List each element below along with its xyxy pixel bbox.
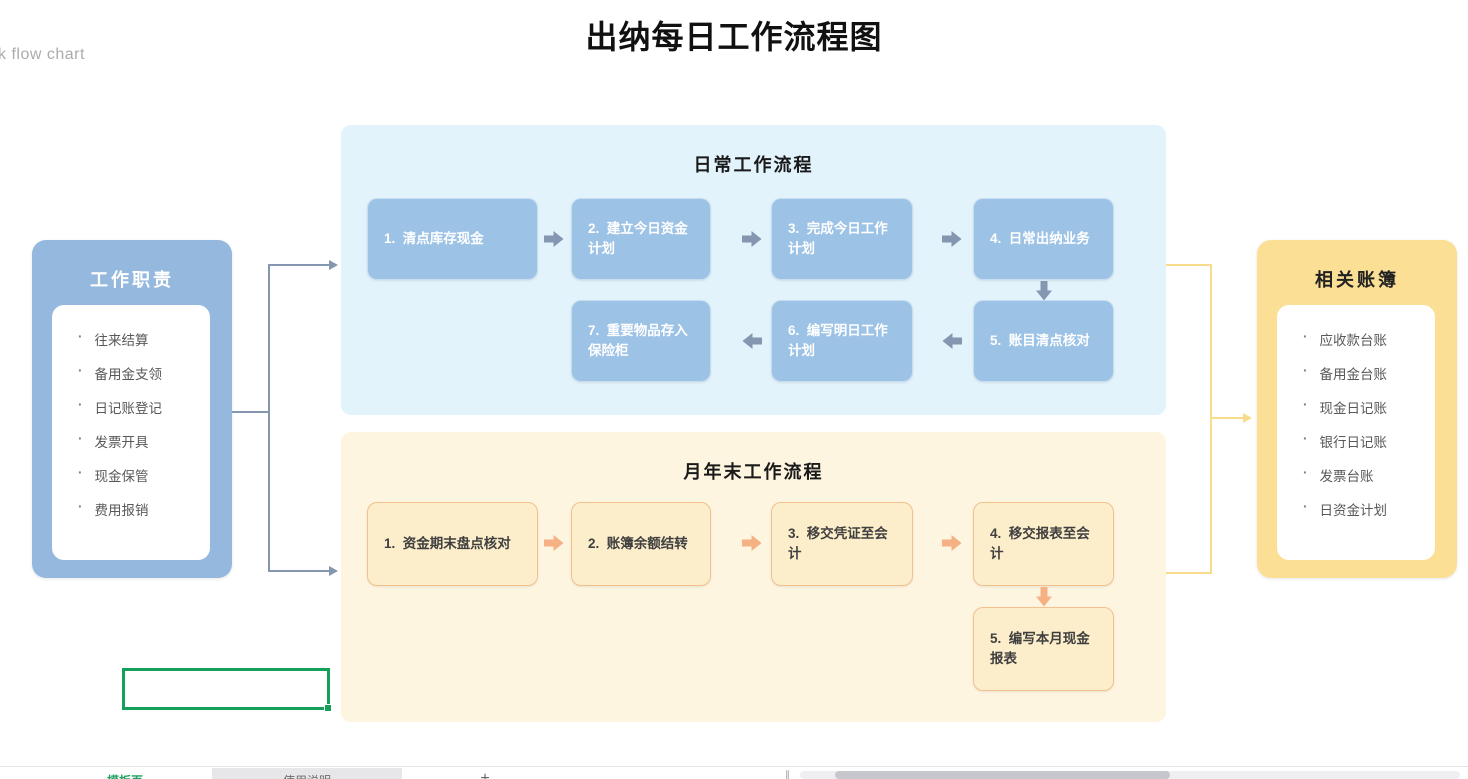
duty-item: ·备用金支领: [78, 363, 162, 382]
arrow-right-icon: [942, 534, 962, 552]
ledger-item: ·现金日记账: [1303, 397, 1387, 416]
connector-line: [1210, 264, 1212, 574]
monthly-step-1[interactable]: 1. 资金期末盘点核对: [367, 502, 538, 586]
connector-arrowhead-icon: [1243, 413, 1252, 423]
scrollbar-thumb[interactable]: [835, 771, 1170, 779]
bullet-icon: ·: [78, 431, 83, 446]
duty-item: ·往来结算: [78, 329, 149, 348]
bullet-icon: ·: [1303, 397, 1308, 412]
daily-step-6[interactable]: 6. 编写明日工作计划: [771, 300, 913, 382]
bullet-icon: ·: [1303, 363, 1308, 378]
ledger-item: ·日资金计划: [1303, 499, 1387, 518]
connector-arrowhead-icon: [329, 566, 338, 576]
ledger-item: ·发票台账: [1303, 465, 1374, 484]
daily-step-3[interactable]: 3. 完成今日工作计划: [771, 198, 913, 280]
arrow-left-icon: [942, 332, 962, 350]
daily-step-2[interactable]: 2. 建立今日资金计划: [571, 198, 711, 280]
monthly-flow-title: 月年末工作流程: [683, 462, 824, 483]
monthly-step-4[interactable]: 4. 移交报表至会计: [973, 502, 1114, 586]
bullet-icon: ·: [1303, 431, 1308, 446]
sheet-tab-bar: 模板页 使用说明 + ∥: [0, 766, 1468, 779]
arrow-right-icon: [544, 534, 564, 552]
horizontal-scrollbar[interactable]: [800, 771, 1460, 779]
bullet-icon: ·: [78, 363, 83, 378]
bullet-icon: ·: [78, 397, 83, 412]
connector-line: [268, 264, 330, 266]
connector-line: [268, 570, 330, 572]
duty-item: ·费用报销: [78, 499, 149, 518]
connector-line: [1212, 417, 1244, 419]
sheet-tab-help[interactable]: 使用说明: [212, 768, 402, 779]
bullet-icon: ·: [78, 465, 83, 480]
connector-line: [1166, 572, 1212, 574]
connector-line: [232, 411, 268, 413]
bullet-icon: ·: [1303, 329, 1308, 344]
monthly-step-5[interactable]: 5. 编写本月现金报表: [973, 607, 1114, 691]
monthly-step-3[interactable]: 3. 移交凭证至会计: [771, 502, 913, 586]
daily-flow-title: 日常工作流程: [693, 155, 814, 176]
duty-item: ·现金保管: [78, 465, 149, 484]
monthly-step-2[interactable]: 2. 账簿余额结转: [571, 502, 711, 586]
daily-step-4[interactable]: 4. 日常出纳业务: [973, 198, 1114, 280]
ledgers-panel[interactable]: 相关账簿 ·应收款台账 ·备用金台账 ·现金日记账 ·银行日记账 ·发票台账 ·…: [1257, 240, 1457, 578]
bullet-icon: ·: [1303, 465, 1308, 480]
pane-splitter-icon[interactable]: ∥: [785, 770, 791, 779]
ledger-item: ·应收款台账: [1303, 329, 1387, 348]
arrow-right-icon: [742, 230, 762, 248]
connector-arrowhead-icon: [329, 260, 338, 270]
bullet-icon: ·: [78, 329, 83, 344]
ledger-item: ·银行日记账: [1303, 431, 1387, 450]
fill-handle[interactable]: [324, 704, 332, 712]
sheet-tab-template[interactable]: 模板页: [40, 768, 210, 779]
arrow-right-icon: [942, 230, 962, 248]
add-sheet-button[interactable]: +: [480, 770, 490, 779]
duties-panel-title: 工作职责: [90, 270, 174, 291]
arrow-right-icon: [544, 230, 564, 248]
daily-step-1[interactable]: 1. 清点库存现金: [367, 198, 538, 280]
connector-line: [1166, 264, 1212, 266]
watermark-label: k flow chart: [0, 46, 85, 63]
arrow-right-icon: [742, 534, 762, 552]
duties-list: ·往来结算 ·备用金支领 ·日记账登记 ·发票开具 ·现金保管 ·费用报销: [52, 305, 210, 560]
duty-item: ·发票开具: [78, 431, 149, 450]
ledgers-list: ·应收款台账 ·备用金台账 ·现金日记账 ·银行日记账 ·发票台账 ·日资金计划: [1277, 305, 1435, 560]
duties-panel[interactable]: 工作职责 ·往来结算 ·备用金支领 ·日记账登记 ·发票开具 ·现金保管 ·费用…: [32, 240, 232, 578]
arrow-left-icon: [742, 332, 762, 350]
arrow-down-icon: [1035, 587, 1053, 607]
bullet-icon: ·: [78, 499, 83, 514]
page-title: 出纳每日工作流程图: [585, 18, 883, 56]
bullet-icon: ·: [1303, 499, 1308, 514]
daily-step-5[interactable]: 5. 账目清点核对: [973, 300, 1114, 382]
arrow-down-icon: [1035, 281, 1053, 301]
duty-item: ·日记账登记: [78, 397, 162, 416]
connector-line: [268, 264, 270, 572]
cell-selection-box: [122, 668, 332, 712]
ledgers-panel-title: 相关账簿: [1315, 270, 1399, 291]
ledger-item: ·备用金台账: [1303, 363, 1387, 382]
daily-step-7[interactable]: 7. 重要物品存入保险柜: [571, 300, 711, 382]
